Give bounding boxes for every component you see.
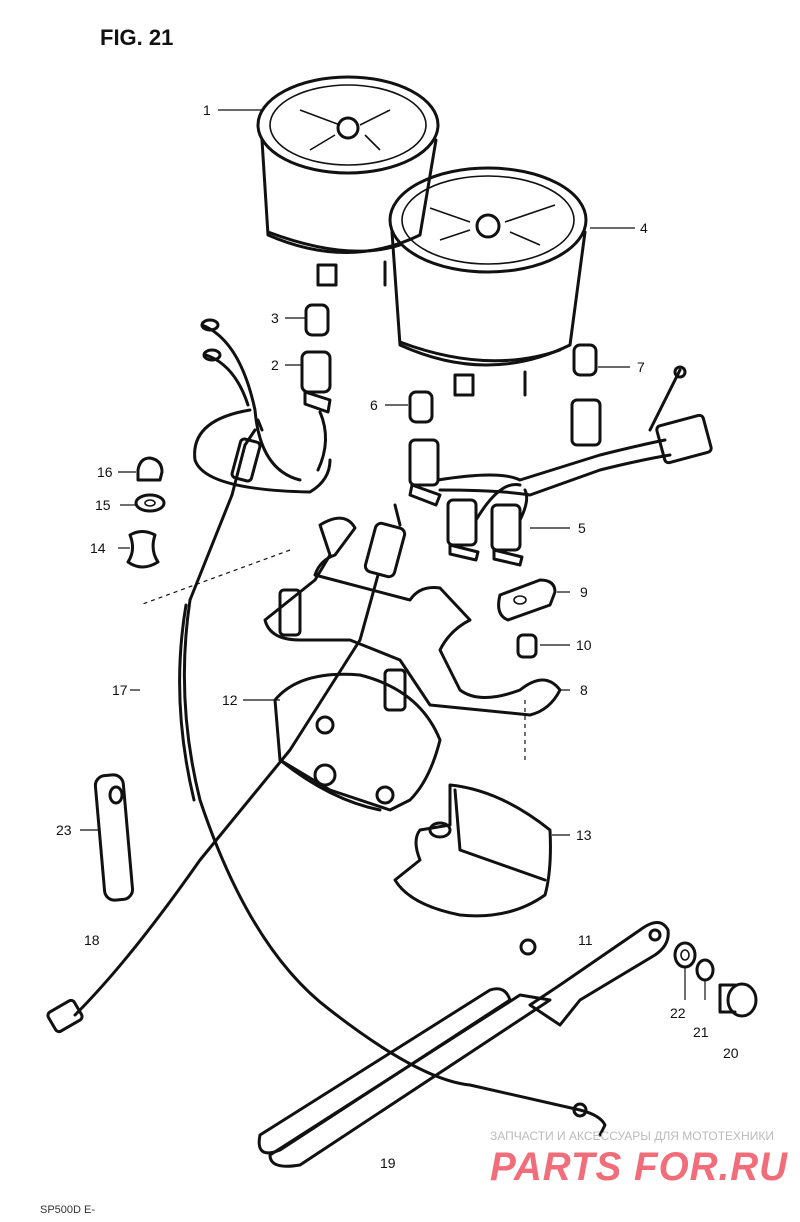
meter-bracket-part-8 [263, 516, 562, 717]
callout-11: 11 [578, 932, 593, 948]
bulb-part-7 [572, 343, 598, 377]
bolt-part-20 [718, 982, 758, 1018]
callout-14: 14 [90, 540, 106, 556]
callout-23: 23 [56, 822, 72, 838]
callout-6: 6 [370, 397, 378, 413]
figure-title: FIG. 21 [100, 25, 173, 50]
callout-15: 15 [95, 497, 111, 513]
watermark: ЗАПЧАСТИ И АКСЕССУАРЫ ДЛЯ МОТОТЕХНИКИ PA… [490, 1129, 788, 1189]
bulb-part-6 [408, 390, 434, 424]
callout-22: 22 [670, 1005, 686, 1021]
indicator-part-9 [497, 578, 557, 622]
callout-labels: 1 2 3 4 5 6 7 8 9 10 11 12 13 14 15 16 1… [56, 102, 739, 1171]
tachometer-part [388, 166, 588, 397]
callout-7: 7 [637, 359, 645, 375]
model-code: SP500D E- [40, 1204, 95, 1216]
meter-case-part-12 [273, 672, 442, 812]
callout-13: 13 [576, 827, 592, 843]
speedometer-cable-part-17 [178, 418, 472, 1087]
callout-9: 9 [580, 584, 588, 600]
callout-18: 18 [84, 932, 100, 948]
wiring-harness [193, 318, 713, 507]
nut-part-16 [136, 456, 164, 482]
callout-16: 16 [97, 464, 113, 480]
callout-8: 8 [580, 682, 588, 698]
callout-4: 4 [640, 220, 648, 236]
leader-lines [80, 109, 706, 1000]
washer-part-22 [673, 941, 697, 969]
callout-17: 17 [112, 682, 128, 698]
speedometer-part [256, 75, 440, 287]
clamp-part-11 [519, 921, 670, 1027]
socket-part-5 [446, 482, 529, 567]
grommet-part-14 [126, 530, 160, 569]
watermark-brand: PARTS FOR.RU [490, 1145, 788, 1189]
callout-20: 20 [723, 1045, 739, 1061]
callout-2: 2 [271, 357, 279, 373]
callout-5: 5 [578, 520, 586, 536]
watermark-tagline: ЗАПЧАСТИ И АКСЕССУАРЫ ДЛЯ МОТОТЕХНИКИ [490, 1129, 774, 1143]
callout-1: 1 [203, 102, 211, 118]
callout-19: 19 [380, 1155, 396, 1171]
washer-part-15 [134, 493, 166, 513]
strap-part-23 [93, 773, 135, 902]
callout-21: 21 [693, 1024, 709, 1040]
cushion-part-10 [516, 633, 538, 659]
tachometer-cable-part-18 [46, 503, 407, 1034]
callout-10: 10 [576, 637, 592, 653]
meter-cover-part-13 [393, 783, 552, 918]
callout-3: 3 [271, 310, 279, 326]
lockwasher-part-21 [695, 958, 715, 982]
lead-part-19 [257, 987, 607, 1168]
socket-part-2 [300, 350, 332, 472]
bulb-part-3 [304, 303, 330, 337]
callout-12: 12 [222, 692, 238, 708]
